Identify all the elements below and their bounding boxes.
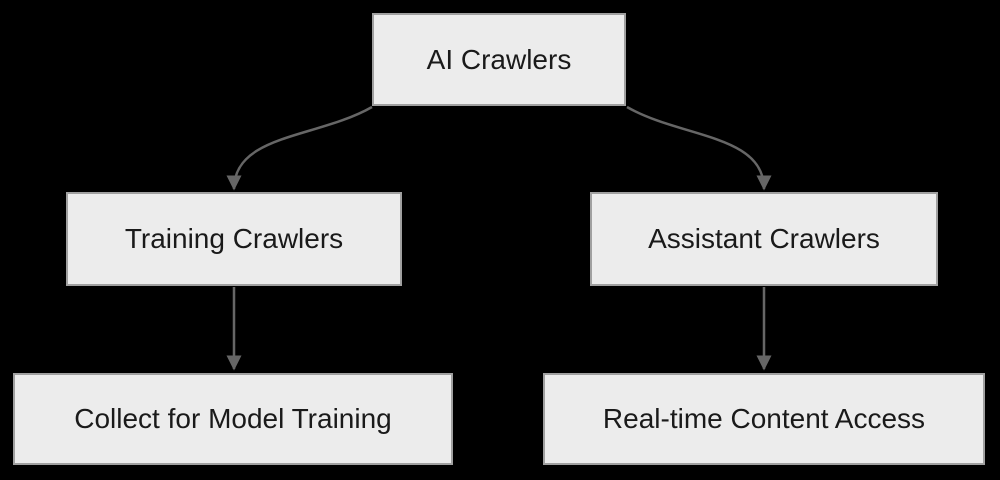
node-collect-for-model-training-label: Collect for Model Training xyxy=(74,403,392,435)
node-training-crawlers: Training Crawlers xyxy=(66,192,402,286)
node-collect-for-model-training: Collect for Model Training xyxy=(13,373,453,465)
node-real-time-content-access-label: Real-time Content Access xyxy=(602,403,926,435)
node-assistant-crawlers-label: Assistant Crawlers xyxy=(648,223,880,255)
node-ai-crawlers-label: AI Crawlers xyxy=(426,43,572,75)
edge-root-to-training xyxy=(226,105,373,191)
edge-root-to-assistant xyxy=(626,105,772,191)
node-assistant-crawlers: Assistant Crawlers xyxy=(590,192,938,286)
node-ai-crawlers: AI Crawlers xyxy=(372,13,626,106)
node-training-crawlers-label: Training Crawlers xyxy=(124,223,344,255)
node-real-time-content-access: Real-time Content Access xyxy=(543,373,985,465)
